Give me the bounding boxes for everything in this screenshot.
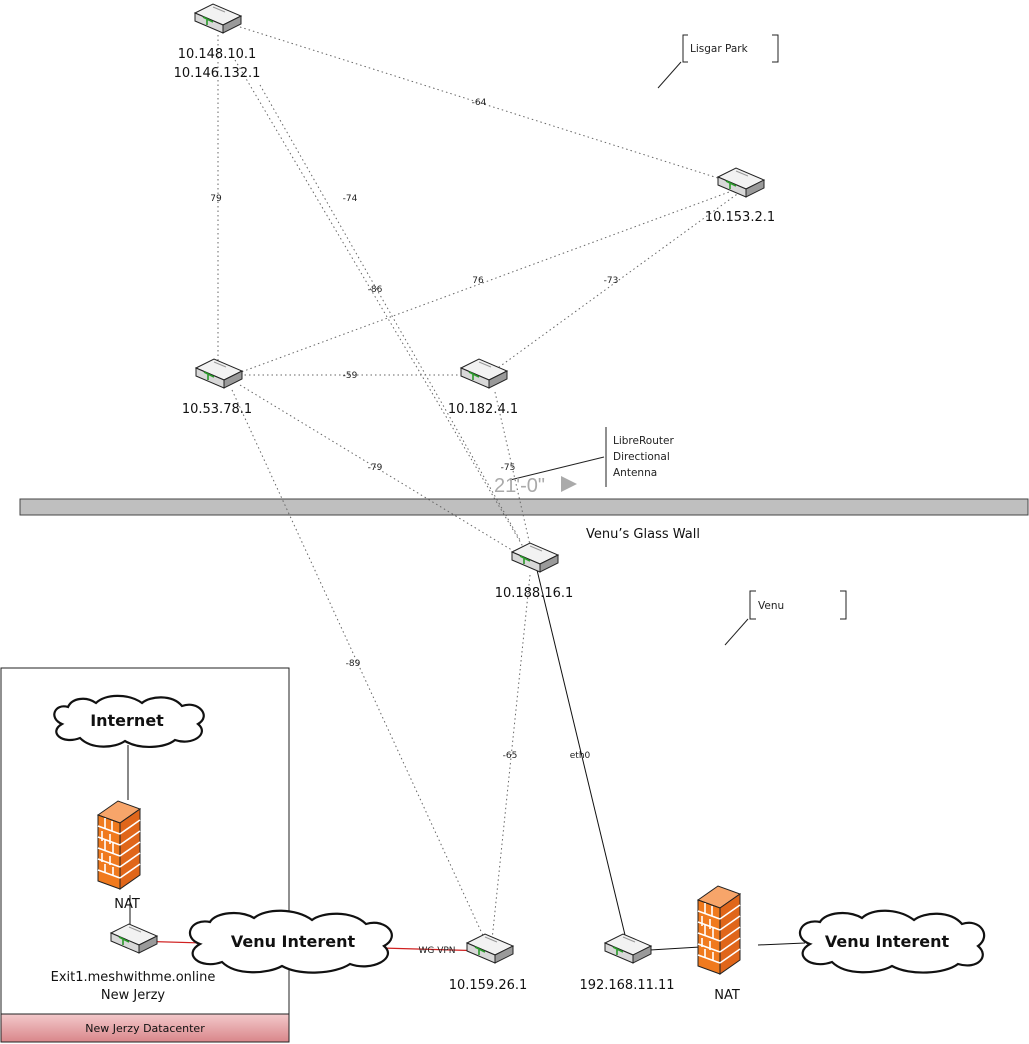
router-icon	[460, 358, 508, 389]
router-icon	[604, 933, 652, 964]
link-label: -73	[604, 276, 619, 286]
link-label: 76	[472, 276, 484, 286]
router-icon	[194, 3, 242, 34]
router-icon	[717, 167, 765, 198]
link-label: eth0	[570, 751, 591, 761]
link-label: -79	[368, 463, 383, 473]
link-top-center	[234, 59, 526, 551]
firewall-label: NAT	[714, 988, 740, 1003]
node-label: 10.153.2.1	[705, 210, 775, 225]
cloud-icon	[53, 694, 205, 748]
node-label: Exit1.meshwithme.online	[51, 970, 216, 985]
router-node-right[interactable]: 10.153.2.1	[705, 167, 775, 225]
node-label: 10.53.78.1	[182, 402, 252, 417]
link-left-right	[224, 187, 741, 379]
antenna-label-line-2: Directional	[613, 451, 670, 463]
cloud-label: Internet	[90, 711, 164, 730]
datacenter-title-bar	[0, 1013, 290, 1043]
lisgar-park-label: Lisgar Park	[690, 43, 749, 55]
router-node-mid[interactable]: 10.182.4.1	[448, 358, 518, 417]
link-label: -86	[368, 285, 383, 295]
router-icon	[195, 358, 243, 389]
router-node-left[interactable]: 10.53.78.1	[182, 358, 252, 417]
link-left-center	[239, 384, 521, 556]
router-node-lan[interactable]: 192.168.11.11	[579, 933, 675, 993]
venu-internet-cloud-right: Venu Interent	[798, 909, 986, 974]
node-label: 10.148.10.1	[178, 47, 257, 62]
antenna-label-line-1: LibreRouter	[613, 435, 674, 447]
cloud-icon	[188, 909, 393, 974]
link-label: WG VPN	[418, 946, 455, 956]
firewall-right: NAT	[697, 885, 741, 1003]
link-labels: -64 79 -74 -86 76 -73 -59 -79 -75 -89 -6…	[210, 98, 618, 761]
link-label: -59	[343, 371, 358, 381]
glass-wall-label: Venu’s Glass Wall	[586, 527, 700, 542]
node-label: 10.159.26.1	[449, 978, 528, 993]
glass-wall	[19, 498, 1029, 516]
dimension-arrow-icon	[561, 476, 577, 492]
antenna-annotation: LibreRouter Directional Antenna	[509, 427, 674, 487]
router-node-exit[interactable]: Exit1.meshwithme.online New Jerzy	[51, 923, 216, 1003]
node-label: 10.146.132.1	[174, 66, 261, 81]
link-left-wg	[231, 389, 486, 941]
link-nat-cloud	[757, 942, 806, 946]
internet-cloud: Internet	[53, 694, 205, 748]
venu-label: Venu	[758, 600, 784, 612]
link-lan-nat	[649, 946, 701, 951]
antenna-label-line-3: Antenna	[613, 467, 657, 479]
cloud-label: Venu Interent	[231, 932, 356, 951]
router-node-wg[interactable]: 10.159.26.1	[449, 933, 528, 993]
link-label: -65	[503, 751, 518, 761]
datacenter-title: New Jerzy Datacenter	[85, 1022, 205, 1035]
link-mid-right	[494, 191, 741, 371]
dimension-label: 21'-0"	[494, 475, 545, 497]
link-label: -74	[343, 194, 358, 204]
node-label: New Jerzy	[101, 988, 165, 1003]
link-top-wg	[259, 84, 521, 541]
firewall-icon	[97, 800, 141, 890]
cloud-label: Venu Interent	[825, 932, 950, 951]
firewall-left: NAT	[97, 800, 141, 912]
firewall-icon	[697, 885, 741, 975]
router-icon	[511, 542, 559, 573]
link-top-right	[239, 26, 741, 186]
firewall-label: NAT	[114, 897, 140, 912]
node-label: 10.188.16.1	[495, 586, 574, 601]
router-node-top[interactable]: 10.148.10.1 10.146.132.1	[174, 3, 261, 81]
cloud-icon	[798, 909, 986, 974]
mesh-links	[217, 26, 741, 941]
router-node-center[interactable]: 10.188.16.1	[495, 542, 574, 601]
node-label: 192.168.11.11	[579, 978, 674, 993]
venu-annotation: Venu	[724, 590, 847, 646]
link-label: -75	[501, 463, 516, 473]
link-center-lan	[536, 569, 626, 936]
link-mid-center	[494, 391, 531, 546]
link-label: -64	[472, 98, 487, 108]
link-label: 79	[210, 194, 222, 204]
link-label: -89	[346, 659, 361, 669]
lisgar-park-annotation: Lisgar Park	[657, 34, 779, 89]
router-icon	[466, 933, 514, 964]
node-label: 10.182.4.1	[448, 402, 518, 417]
venu-internet-cloud-left: Venu Interent	[188, 909, 393, 974]
